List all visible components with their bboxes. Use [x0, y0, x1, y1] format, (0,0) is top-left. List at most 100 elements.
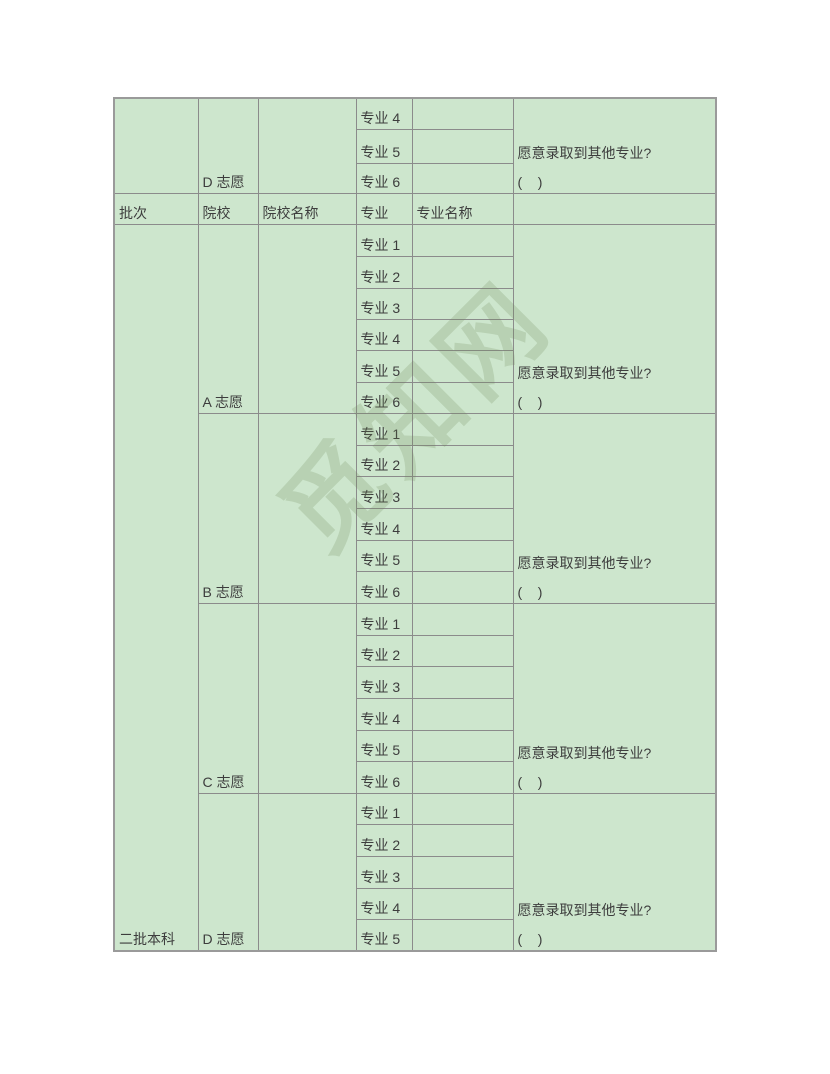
header-major: 专业 [355, 192, 413, 225]
table-row: 专业 6 [114, 381, 716, 414]
header-college-name: 院校名称 [257, 192, 357, 225]
major-label: 专业 6 [355, 570, 413, 604]
table-row: 专业 2 [114, 444, 716, 477]
major-label: 专业 6 [355, 381, 413, 414]
major-name-cell [411, 570, 514, 604]
major-label: 专业 1 [355, 223, 413, 257]
major-name-cell [411, 602, 514, 636]
question-cell: 愿意录取到其他专业? ( ) [512, 97, 717, 194]
major-name-cell [411, 697, 514, 731]
table-row: 专业 5 [114, 539, 716, 572]
choice-label: B 志愿 [197, 412, 259, 604]
header-major-name: 专业名称 [411, 192, 514, 225]
major-label: 专业 2 [355, 255, 413, 289]
major-label: 专业 5 [355, 539, 413, 572]
choice-label: A 志愿 [197, 223, 259, 414]
major-name-cell [411, 729, 514, 762]
major-name-cell [411, 223, 514, 257]
batch-label: 二批本科 [113, 223, 199, 952]
major-label: 专业 5 [355, 918, 413, 952]
batch-cell-empty [113, 97, 199, 194]
major-name-cell [411, 507, 514, 541]
table-row: 专业 5 [114, 349, 716, 383]
major-label: 专业 5 [355, 729, 413, 762]
major-label: 专业 2 [355, 444, 413, 477]
major-label: 专业 3 [355, 855, 413, 889]
major-name-cell [411, 792, 514, 825]
major-name-cell [411, 444, 514, 477]
major-label: 专业 6 [355, 760, 413, 794]
major-label: 专业 3 [355, 475, 413, 509]
choice-label: D 志愿 [197, 792, 259, 952]
major-name-cell [411, 412, 514, 446]
major-name-cell [411, 918, 514, 952]
question-cell: 愿意录取到其他专业? ( ) [512, 602, 717, 794]
major-label: 专业 6 [355, 162, 413, 194]
major-name-cell [411, 97, 514, 130]
major-label: 专业 1 [355, 792, 413, 825]
major-label: 专业 4 [355, 887, 413, 920]
table-row: B 志愿 专业 1 愿意录取到其他专业? ( ) [114, 412, 717, 604]
table-row: D 志愿 专业 4 愿意录取到其他专业? ( ) [113, 97, 717, 194]
answer-parentheses: ( ) [517, 173, 543, 190]
major-name-cell [411, 855, 514, 889]
choice-label: C 志愿 [197, 602, 259, 794]
major-label: 专业 4 [355, 507, 413, 541]
major-name-cell [411, 162, 514, 194]
major-label: 专业 2 [355, 634, 413, 667]
table-row: 专业 4 [114, 887, 716, 920]
header-batch: 批次 [113, 192, 199, 225]
major-label: 专业 5 [355, 128, 413, 164]
answer-parentheses: ( ) [517, 773, 543, 790]
table-row: 专业 5 [114, 918, 716, 952]
major-label: 专业 4 [355, 318, 413, 351]
header-college: 院校 [197, 192, 259, 225]
major-name-cell [411, 760, 514, 794]
table-row: 专业 4 [114, 697, 716, 731]
question-text: 愿意录取到其他专业? [517, 554, 652, 571]
major-name-cell [411, 287, 514, 320]
major-name-cell [411, 349, 514, 383]
college-name-cell [257, 223, 357, 414]
question-text: 愿意录取到其他专业? [517, 144, 652, 161]
header-row: 批次 院校 院校名称 专业 专业名称 [113, 192, 717, 225]
table-row: C 志愿 专业 1 愿意录取到其他专业? ( ) [114, 602, 717, 794]
table-row: D 志愿 专业 1 愿意录取到其他专业? ( ) [114, 792, 717, 952]
question-text: 愿意录取到其他专业? [517, 364, 652, 381]
major-name-cell [411, 823, 514, 857]
major-name-cell [411, 318, 514, 351]
table-row: 专业 5 [114, 729, 716, 762]
table-row: 专业 4 [114, 507, 716, 541]
table-row: 专业 6 [114, 760, 716, 794]
major-label: 专业 4 [355, 697, 413, 731]
college-name-cell [257, 792, 357, 952]
major-name-cell [411, 381, 514, 414]
table-row: 专业 3 [114, 855, 716, 889]
major-name-cell [411, 887, 514, 920]
choice-label: D 志愿 [197, 97, 259, 194]
major-label: 专业 3 [355, 665, 413, 699]
header-empty [512, 192, 717, 225]
table-row: 专业 4 [114, 318, 716, 351]
major-label: 专业 1 [355, 602, 413, 636]
volunteer-preference-table: D 志愿 专业 4 愿意录取到其他专业? ( ) 专业 5 专业 6 批次 院校… [113, 97, 717, 952]
college-name-cell [257, 97, 357, 194]
major-name-cell [411, 255, 514, 289]
table-row: 专业 2 [114, 823, 716, 857]
college-name-cell [257, 602, 357, 794]
table-row: 二批本科 A 志愿 专业 1 愿意录取到其他专业? ( ) [113, 223, 717, 952]
question-text: 愿意录取到其他专业? [517, 744, 652, 761]
answer-parentheses: ( ) [517, 583, 543, 600]
table-row: 专业 3 [114, 665, 716, 699]
question-cell: 愿意录取到其他专业? ( ) [512, 412, 717, 604]
major-name-cell [411, 128, 514, 164]
question-text: 愿意录取到其他专业? [517, 902, 652, 918]
major-label: 专业 3 [355, 287, 413, 320]
major-label: 专业 1 [355, 412, 413, 446]
major-label: 专业 2 [355, 823, 413, 857]
table-row: 专业 2 [114, 634, 716, 667]
answer-parentheses: ( ) [517, 393, 543, 410]
question-cell: 愿意录取到其他专业? ( ) [512, 223, 717, 414]
college-name-cell [257, 412, 357, 604]
